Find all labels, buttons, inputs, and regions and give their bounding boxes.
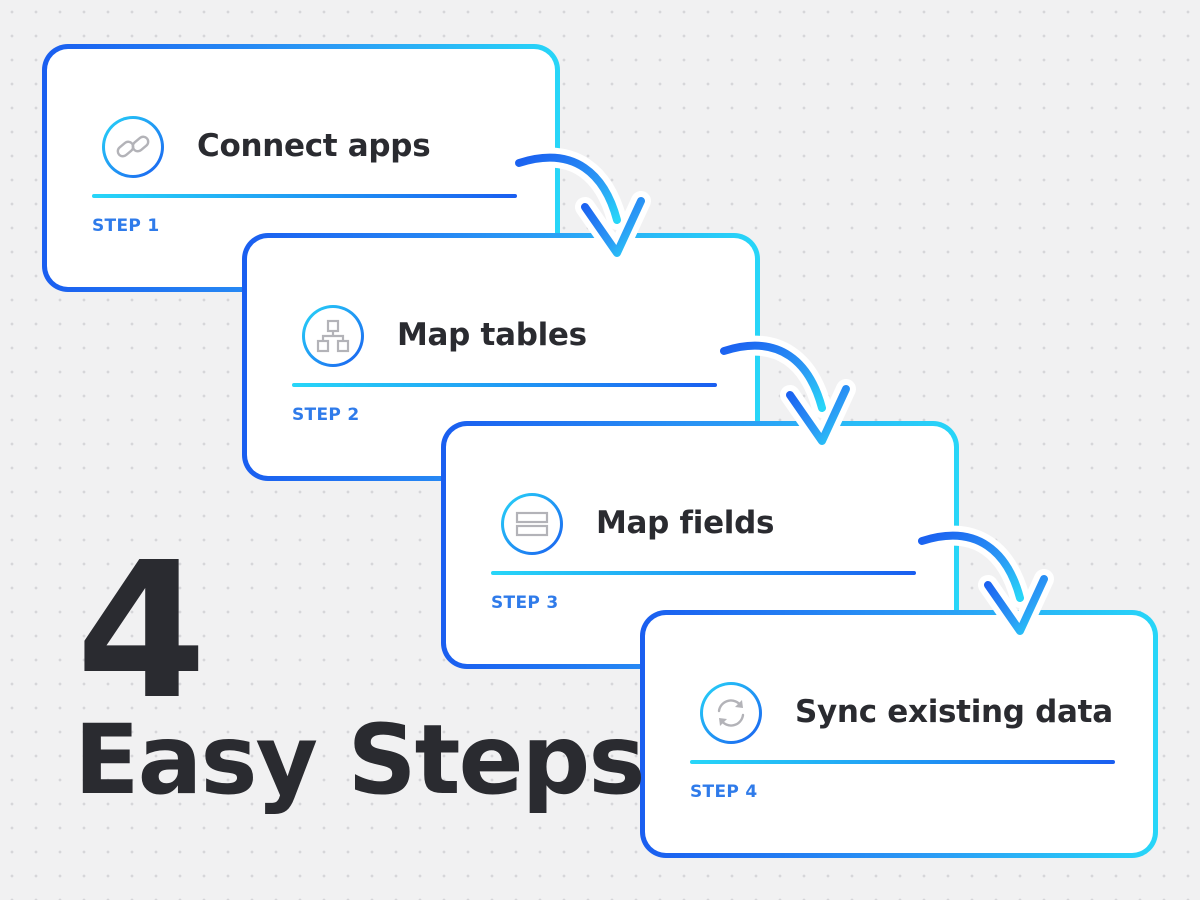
step-title: Connect apps (197, 128, 431, 164)
sync-icon (700, 682, 762, 744)
curved-arrow-icon (509, 147, 651, 263)
hierarchy-icon (302, 305, 364, 367)
fields-icon (501, 493, 563, 555)
step-label: STEP 1 (92, 216, 160, 236)
curved-arrow-icon (912, 525, 1054, 641)
link-icon (102, 116, 164, 178)
step-divider (690, 760, 1115, 764)
curved-arrow-icon (714, 335, 856, 451)
step-label: STEP 2 (292, 405, 360, 425)
step-title: Map tables (397, 317, 587, 353)
step-card-4: Sync existing data STEP 4 (640, 610, 1158, 858)
step-divider (92, 194, 517, 198)
headline-number: 4 (76, 522, 207, 741)
step-label: STEP 3 (491, 593, 559, 613)
step-divider (292, 383, 717, 387)
step-label: STEP 4 (690, 782, 758, 802)
step-divider (491, 571, 916, 575)
step-title: Map fields (596, 505, 775, 541)
headline-text: Easy Steps (74, 704, 645, 816)
step-title: Sync existing data (795, 694, 1113, 730)
